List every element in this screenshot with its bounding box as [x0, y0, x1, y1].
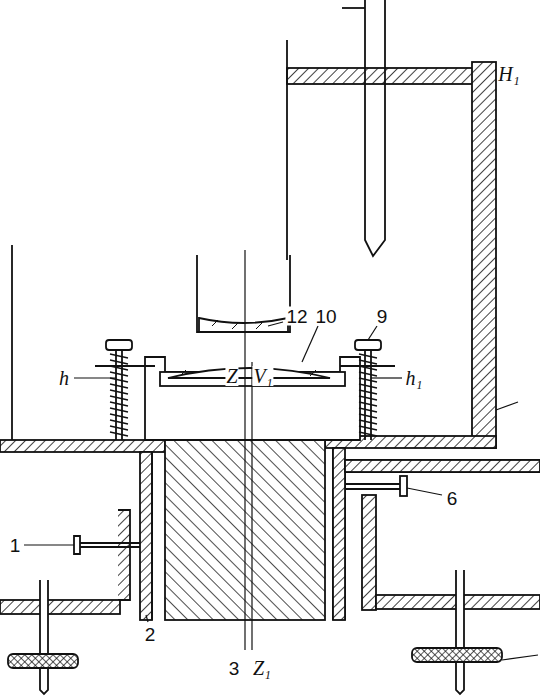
spring-coil: [110, 426, 128, 430]
leader-line: [24, 322, 538, 660]
tube-wall: [286, 40, 288, 260]
left-floor: [0, 440, 165, 452]
spring-coil: [359, 372, 377, 376]
spring-coil: [359, 354, 377, 358]
callout-label: Z: [225, 366, 238, 386]
left-bracket: [118, 510, 130, 600]
right-frame: [333, 448, 540, 620]
right-shaft: [456, 570, 464, 694]
spring-coil: [359, 390, 377, 394]
spring-coil: [359, 396, 377, 400]
callout-label: h₁: [405, 368, 424, 388]
spring-coil: [359, 408, 377, 412]
callout-label: 10: [314, 307, 337, 326]
leveling-screw-left: [95, 340, 155, 440]
right-knob: [412, 648, 502, 662]
spring-coil: [110, 402, 128, 406]
spring-coil: [110, 390, 128, 394]
callout-label: 9: [376, 307, 389, 326]
spring-coil: [359, 426, 377, 430]
spring: [110, 354, 377, 436]
spring-coil: [359, 366, 377, 370]
spring-coil: [359, 402, 377, 406]
rod-tick: [342, 7, 365, 9]
left-shaft: [40, 580, 48, 694]
spring-coil: [359, 360, 377, 364]
callout-label: 3: [228, 659, 241, 678]
right-wall: [472, 62, 496, 448]
axis-z: [244, 250, 245, 650]
objective-lens: [199, 318, 288, 332]
spring-coil: [110, 366, 128, 370]
spring-coil: [359, 384, 377, 388]
spring-coil: [110, 354, 128, 358]
callout-label: 6: [446, 489, 459, 508]
top-plate: [287, 68, 477, 84]
spring-coil: [359, 420, 377, 424]
left-wall: [11, 245, 13, 440]
callout-label: h: [58, 368, 70, 388]
leveling-screw-right: [340, 340, 395, 440]
spring-coil: [359, 414, 377, 418]
spring-coil: [359, 432, 377, 436]
callout-label: Z₁: [252, 658, 272, 678]
specimen: [168, 368, 330, 378]
left-knob: [8, 654, 78, 668]
screw-6: [400, 476, 407, 496]
callout-label: 1: [9, 536, 22, 555]
axis-z1: [251, 362, 252, 650]
callout-label: 2: [144, 625, 157, 644]
left-arm: [0, 600, 120, 614]
rod: [365, 0, 385, 256]
callout-label: V₁: [252, 366, 273, 386]
spring-coil: [110, 372, 128, 376]
spring-coil: [110, 396, 128, 400]
callout-label: 12: [285, 307, 308, 326]
spring-coil: [110, 408, 128, 412]
callout-label: H₁: [497, 64, 520, 84]
objective-tube: [197, 255, 290, 332]
spring-coil: [110, 420, 128, 424]
spring-coil: [110, 384, 128, 388]
spring-coil: [110, 414, 128, 418]
spring-coil: [110, 432, 128, 436]
screw-1: [74, 536, 140, 554]
slide-2: [140, 452, 152, 620]
right-slide: [362, 495, 376, 610]
spring-coil: [110, 360, 128, 364]
